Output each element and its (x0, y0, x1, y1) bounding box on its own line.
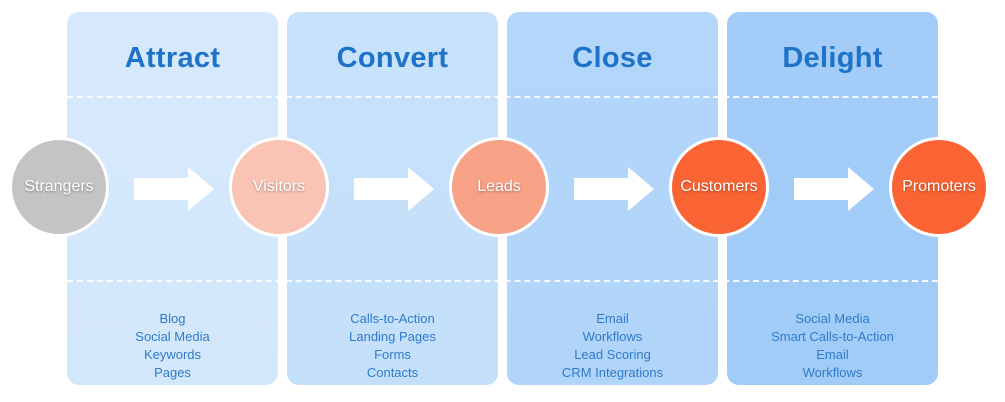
tool-item: Keywords (143, 347, 202, 362)
tool-item: Landing Pages (349, 329, 436, 344)
stage-title: Attract (124, 42, 221, 74)
tool-item: CRM Integrations (561, 365, 664, 380)
stage-tools: Calls-to-Action Landing Pages Forms Cont… (287, 310, 498, 382)
stage-title: Convert (336, 42, 449, 74)
stage-title: Delight (782, 42, 883, 74)
tool-item: Calls-to-Action (350, 311, 435, 326)
stage-tools: Blog Social Media Keywords Pages (67, 310, 278, 382)
stage-tools: Social Media Smart Calls-to-Action Email… (727, 310, 938, 382)
tool-item: Smart Calls-to-Action (771, 329, 894, 344)
tool-item: Workflows (582, 329, 643, 344)
node-strangers: Strangers (9, 137, 109, 237)
node-promoters: Promoters (889, 137, 989, 237)
tool-item: Blog (159, 311, 186, 326)
tool-item: Forms (374, 347, 411, 362)
node-visitors: Visitors (229, 137, 329, 237)
tool-item: Pages (154, 365, 191, 380)
tool-item: Workflows (802, 365, 863, 380)
arrow-right-icon (134, 167, 214, 211)
tool-item: Email (816, 347, 849, 362)
stage-tools: Email Workflows Lead Scoring CRM Integra… (507, 310, 718, 382)
tool-item: Lead Scoring (574, 347, 651, 362)
node-customers: Customers (669, 137, 769, 237)
arrow-right-icon (794, 167, 874, 211)
tool-item: Contacts (366, 365, 419, 380)
arrow-right-icon (354, 167, 434, 211)
stage-title: Close (572, 42, 653, 74)
tool-item: Email (596, 311, 629, 326)
divider-top (67, 96, 938, 98)
tool-item: Social Media (135, 329, 210, 344)
arrow-right-icon (574, 167, 654, 211)
divider-bottom (67, 280, 938, 282)
tool-item: Social Media (795, 311, 870, 326)
node-leads: Leads (449, 137, 549, 237)
